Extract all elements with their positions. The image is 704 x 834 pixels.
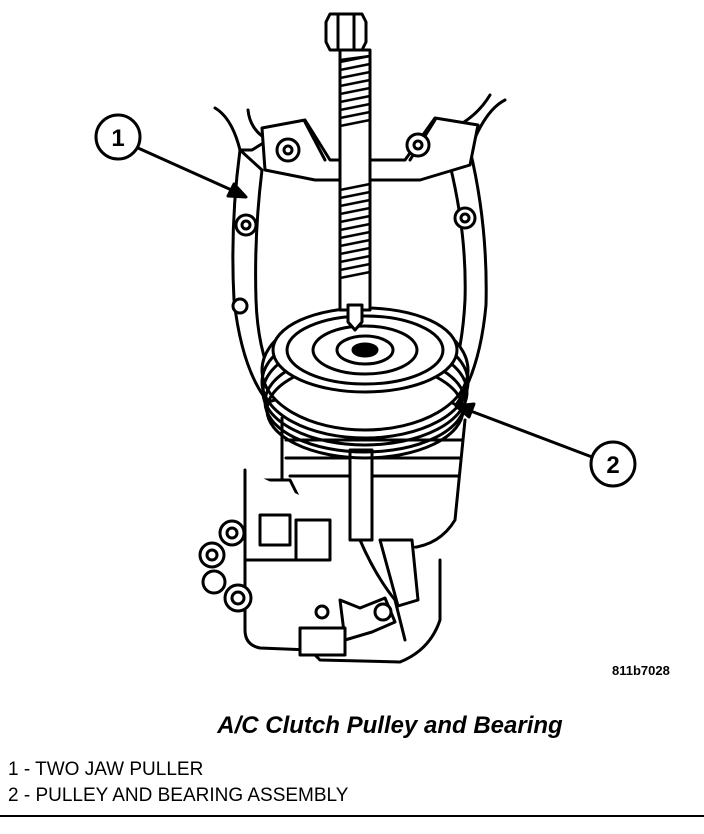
puller-crossbar (231, 116, 480, 315)
compressor-body (198, 416, 467, 664)
callout-2-number: 2 (606, 452, 619, 479)
puller-diagram: 1 2 (94, 12, 637, 664)
legend-item-1: 1 - TWO JAW PULLER (8, 759, 204, 780)
forcing-screw (324, 12, 372, 332)
figure-id: 811b7028 (612, 663, 670, 678)
callout-2 (454, 402, 637, 488)
figure-caption: A/C Clutch Pulley and Bearing (217, 712, 563, 739)
bottom-rule (0, 815, 704, 817)
callout-1 (94, 113, 248, 199)
legend-item-2: 2 - PULLEY AND BEARING ASSEMBLY (8, 785, 349, 806)
pulley-assembly (260, 306, 470, 460)
callout-1-number: 1 (111, 125, 124, 152)
